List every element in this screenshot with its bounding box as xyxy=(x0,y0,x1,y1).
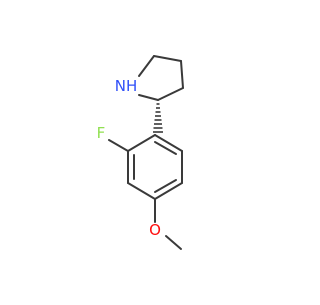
fluorine-label: F xyxy=(97,124,106,142)
bond-o-ch3 xyxy=(165,235,182,250)
bond-c4ar-c5ar-double xyxy=(154,179,177,193)
bond-c6ar-c1-double xyxy=(154,141,177,155)
bond-c4ar-c5ar xyxy=(154,182,183,200)
nitrogen-label: NH xyxy=(115,77,138,95)
oxygen-label: O xyxy=(149,221,161,239)
bond-c2ar-f xyxy=(108,139,129,152)
bond-n-c5 xyxy=(138,55,155,77)
structure-canvas: NH F O xyxy=(97,55,184,250)
hashed-wedge-bond xyxy=(153,103,163,133)
bond-c3-c2 xyxy=(157,87,184,101)
bond-c5-c4 xyxy=(153,55,182,62)
bond-c4-c3 xyxy=(180,60,184,89)
molecule-diagram: NH F O xyxy=(97,55,184,250)
bond-c1-c2ar xyxy=(127,134,156,152)
bond-c6ar-c1 xyxy=(154,134,183,152)
bond-c2-n xyxy=(138,94,159,101)
bond-c3ar-c4ar xyxy=(127,182,156,200)
